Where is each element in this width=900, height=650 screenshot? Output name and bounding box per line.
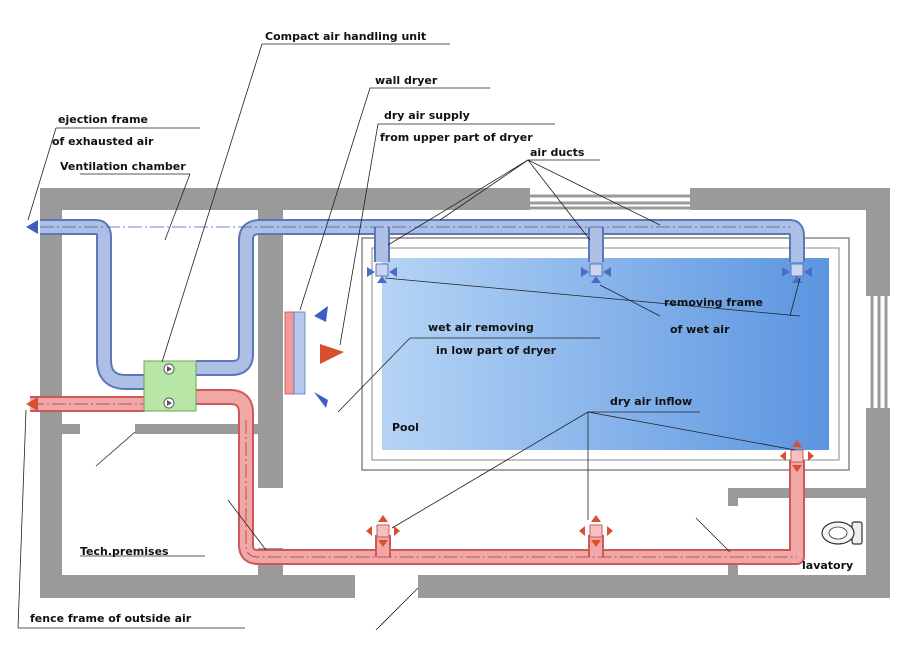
label-wet-air-removing-2: in low part of dryer [436, 344, 557, 357]
fan-icon-bottom [163, 397, 175, 409]
pool-border-inner [371, 247, 840, 461]
label-tech-premises: Tech.premises [80, 545, 169, 558]
label-wet-air-removing-1: wet air removing [428, 321, 534, 334]
supply-diffuser-icon [579, 515, 613, 547]
label-removing-frame-1: removing frame [664, 296, 763, 309]
wall-dryer-blue [293, 311, 306, 395]
label-removing-frame-2: of wet air [670, 323, 730, 336]
leader-lines [17, 43, 801, 631]
label-ventilation-chamber: Ventilation chamber [60, 160, 186, 173]
label-wall-dryer: wall dryer [375, 74, 438, 87]
label-dry-air-supply-2: from upper part of dryer [380, 131, 533, 144]
window-right [870, 296, 888, 408]
label-fence-frame: fence frame of outside air [30, 612, 192, 625]
dry-air-supply-arrow-icon [320, 344, 344, 364]
building-walls [40, 188, 890, 598]
wet-air-arrow-icon-top [314, 306, 328, 322]
label-ejection-frame-1: ejection frame [58, 113, 148, 126]
toilet-icon [821, 521, 863, 545]
pool-border-outer [361, 237, 850, 471]
label-lavatory: lavatory [802, 559, 853, 572]
pool-water [382, 258, 829, 450]
fan-icon-top [163, 363, 175, 375]
label-dry-air-inflow: dry air inflow [610, 395, 692, 408]
ejection-arrow-icon [26, 220, 38, 234]
label-ejection-frame-2: of exhausted air [52, 135, 154, 148]
supply-diffuser-icon [780, 440, 814, 472]
wall-dryer-red [284, 311, 295, 395]
intake-arrow-icon [26, 397, 38, 411]
supply-duct-network [30, 389, 805, 565]
exhaust-duct-network [40, 219, 805, 390]
removing-frame-icon [367, 263, 397, 283]
label-pool: Pool [392, 421, 419, 434]
wet-air-arrow-icon-bottom [314, 392, 328, 408]
label-dry-air-supply-1: dry air supply [384, 109, 470, 122]
removing-frame-icon [581, 263, 611, 283]
label-compact-ahu: Compact air handling unit [265, 30, 426, 43]
label-air-ducts: air ducts [530, 146, 585, 159]
supply-diffuser-icon [366, 515, 400, 547]
window-top [520, 194, 690, 210]
